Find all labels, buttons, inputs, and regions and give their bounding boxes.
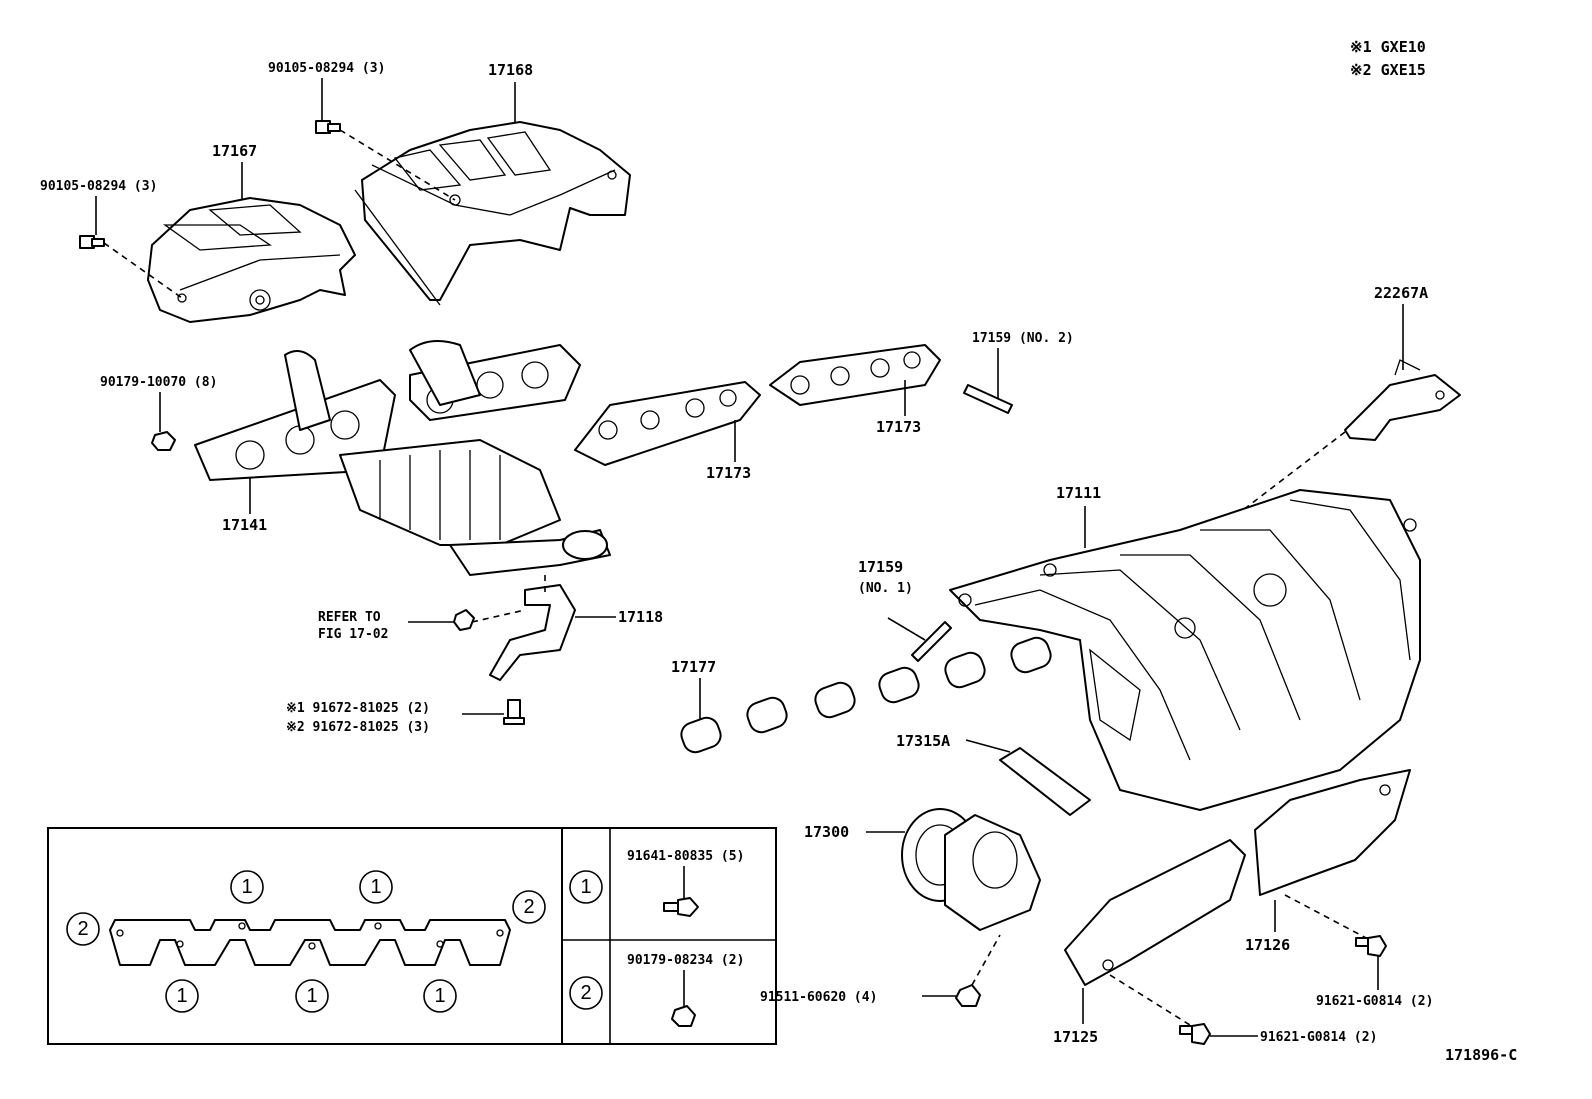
inset-box	[47, 827, 777, 1045]
label-91672-2: ※2 91672-81025 (3)	[286, 720, 430, 735]
label-17159-no2: 17159 (NO. 2)	[972, 331, 1074, 346]
gasket-17315a	[999, 747, 1091, 816]
label-17159-no1-sub: (NO. 1)	[858, 581, 913, 596]
marker-1: 1	[434, 985, 445, 1007]
bolt-90105-left	[79, 235, 105, 249]
bolt-91621-b	[1179, 1023, 1211, 1045]
stud-17159-no1	[911, 621, 952, 662]
nut-90179-10070	[151, 431, 176, 451]
label-17315a: 17315A	[896, 732, 950, 750]
label-91672-1: ※1 91672-81025 (2)	[286, 701, 430, 716]
label-17177: 17177	[671, 658, 716, 676]
label-17111: 17111	[1056, 484, 1101, 502]
inset-markers: 1 1 2 2 1 1 1 1 2	[66, 870, 603, 1013]
refer-nut	[453, 609, 475, 631]
label-17141: 17141	[222, 516, 267, 534]
label-17118: 17118	[618, 608, 663, 626]
figure-code: 171896-C	[1445, 1046, 1517, 1064]
label-17167: 17167	[212, 142, 257, 160]
label-90105-top: 90105-08294 (3)	[268, 61, 385, 76]
gasket-17173-a	[574, 381, 761, 466]
label-91511: 91511-60620 (4)	[760, 990, 877, 1005]
label-17173-a: 17173	[706, 464, 751, 482]
protector-17126	[1254, 769, 1411, 896]
heat-insulator-17167	[147, 197, 356, 323]
stud-17159-no2	[963, 384, 1013, 414]
label-17300: 17300	[804, 823, 849, 841]
marker-1: 1	[370, 876, 381, 898]
intake-manifold-17111	[949, 489, 1421, 811]
label-90179-10070: 90179-10070 (8)	[100, 375, 217, 390]
label-91621-b: 91621-G0814 (2)	[1260, 1030, 1377, 1045]
marker-1: 1	[176, 985, 187, 1007]
legend-marker-1: 1	[580, 876, 591, 898]
exhaust-manifold-17141	[194, 340, 611, 576]
label-17159-no1: 17159	[858, 558, 903, 576]
label-refer-fig: FIG 17-02	[318, 627, 388, 642]
legend-marker-2: 2	[580, 982, 591, 1004]
marker-1: 1	[241, 876, 252, 898]
inset-bolt-2-label: 90179-08234 (2)	[627, 953, 744, 968]
inset-bolt-1-icon	[663, 866, 699, 917]
label-22267a: 22267A	[1374, 284, 1428, 302]
legend-gxe10: ※1 GXE10	[1350, 38, 1426, 56]
label-17168: 17168	[488, 61, 533, 79]
inset-bolt-1-label: 91641-80835 (5)	[627, 849, 744, 864]
gasket-17173-b	[769, 344, 941, 406]
bolt-91621-a	[1355, 935, 1387, 957]
bracket-22267a	[1344, 359, 1461, 441]
inset-gasket-outline	[109, 919, 511, 966]
inset-bolt-2-icon	[671, 970, 696, 1027]
legend-gxe15: ※2 GXE15	[1350, 61, 1426, 79]
bolt-91511-60620	[955, 984, 981, 1007]
throttle-body-17300	[901, 808, 1041, 931]
heat-insulator-17168	[354, 121, 631, 306]
label-90105-left: 90105-08294 (3)	[40, 179, 157, 194]
gaskets-17177	[680, 636, 1052, 754]
label-17125: 17125	[1053, 1028, 1098, 1046]
marker-1: 1	[306, 985, 317, 1007]
bolt-91672-81025	[503, 699, 525, 725]
bracket-17118	[489, 584, 576, 681]
bolt-90105-top	[315, 120, 341, 134]
marker-2: 2	[523, 896, 534, 918]
label-91621-a: 91621-G0814 (2)	[1316, 994, 1433, 1009]
marker-2: 2	[77, 918, 88, 940]
label-17173-b: 17173	[876, 418, 921, 436]
protector-17125	[1064, 839, 1246, 986]
label-refer-to: REFER TO	[318, 610, 381, 625]
label-17126: 17126	[1245, 936, 1290, 954]
